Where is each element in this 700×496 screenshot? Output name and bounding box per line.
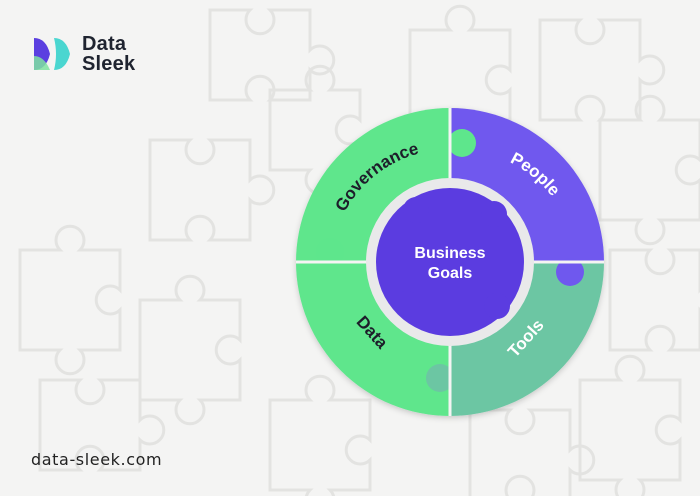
brand-name-line2: Sleek bbox=[82, 53, 136, 75]
center-label-line2: Goals bbox=[428, 265, 473, 282]
puzzle-knobs bbox=[316, 129, 584, 392]
data-sleek-logo-icon bbox=[34, 38, 70, 70]
brand-logo[interactable]: Data Sleek bbox=[32, 34, 135, 74]
knob-top bbox=[448, 129, 476, 157]
brand-name: Data Sleek bbox=[82, 34, 135, 74]
knob-bottom bbox=[426, 364, 454, 392]
website-url[interactable]: data-sleek.com bbox=[31, 450, 163, 469]
center-piece[interactable] bbox=[376, 188, 524, 336]
knob-left bbox=[316, 238, 344, 266]
center-label-line1: Business bbox=[414, 245, 485, 262]
knob-right bbox=[556, 258, 584, 286]
brand-name-line1: Data bbox=[82, 33, 127, 55]
